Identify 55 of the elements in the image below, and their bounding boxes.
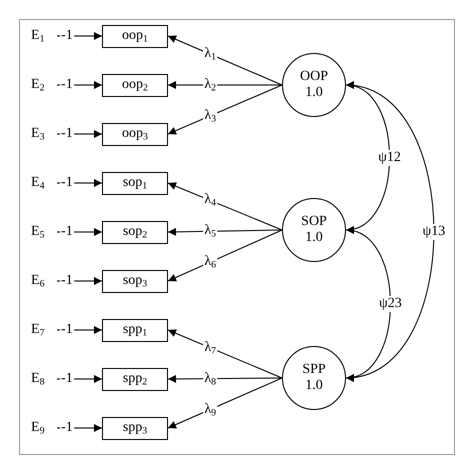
observed-variable-box: [102, 123, 168, 146]
edge-label: λ$_{6}$: [203, 254, 218, 270]
observed-variable-box: [102, 417, 168, 440]
observed-variable-box: [102, 74, 168, 97]
observed-variable-box: [102, 270, 168, 293]
arrow: [168, 35, 282, 86]
node-text: E$_{4}$: [31, 174, 44, 192]
observed-variable-box: [102, 25, 168, 48]
edge-label: ψ23: [378, 296, 403, 312]
node-text: spp$_{1}$: [122, 322, 148, 339]
arrow: [168, 378, 282, 428]
node-text: sop$_{2}$: [122, 224, 148, 241]
observed-variable-box: [102, 368, 168, 391]
edge-label: ψ13: [422, 224, 446, 240]
node-text: oop$_{1}$: [122, 28, 148, 45]
node-text: E$_{9}$: [31, 420, 44, 436]
edge-label: λ$_{5}$: [203, 223, 218, 240]
observed-variable-box: [102, 221, 168, 244]
node-text: E$_{8}$: [31, 370, 44, 388]
edge-label: λ$_{9}$: [203, 402, 218, 418]
node-text: E$_{7}$: [31, 322, 44, 338]
node-text: E$_{1}$: [31, 28, 44, 44]
node-text: oop$_{3}$: [122, 126, 148, 143]
node-text: sop$_{3}$: [122, 273, 148, 290]
node-text: SOP: [301, 214, 327, 230]
arrow: [168, 374, 282, 383]
node-text: OOP: [300, 68, 328, 85]
arrow: [168, 329, 282, 378]
node-text: oop$_{2}$: [122, 77, 148, 94]
edge-label: λ$_{7}$: [203, 340, 218, 356]
node-text: E$_{6}$: [31, 272, 44, 290]
observed-variable-box: [102, 319, 168, 342]
edge-label: λ$_{8}$: [203, 370, 218, 387]
arrow: [168, 84, 282, 135]
node-text: spp$_{3}$: [122, 420, 148, 437]
node-text: E$_{2}$: [31, 76, 44, 94]
edge-label: λ$_{3}$: [203, 108, 218, 124]
node-text: 1.0: [305, 378, 323, 394]
node-text: 1.0: [305, 85, 323, 102]
arrow: [168, 228, 282, 236]
node-text: 1.0: [305, 230, 323, 246]
double-headed-arrow: [346, 82, 434, 380]
edge-label: λ$_{2}$: [203, 77, 218, 93]
node-text: SPP: [302, 362, 326, 378]
observed-variable-box: [102, 172, 168, 195]
arrow: [168, 81, 282, 89]
edge-label: λ$_{4}$: [203, 192, 218, 208]
arrow: [168, 182, 282, 230]
node-text: E$_{5}$: [31, 224, 44, 240]
node-text: spp$_{2}$: [122, 371, 148, 388]
arrow: [168, 230, 282, 282]
node-text: E$_{3}$: [31, 126, 44, 142]
edge-label: λ$_{1}$: [203, 46, 218, 62]
edge-label: ψ12: [377, 150, 402, 166]
node-text: sop$_{1}$: [122, 175, 148, 192]
